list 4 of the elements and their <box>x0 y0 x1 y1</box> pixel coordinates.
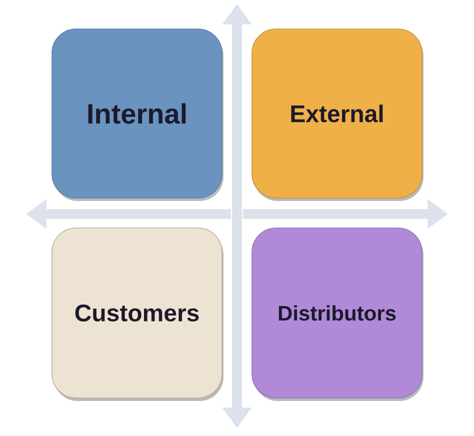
quadrant-box: External <box>252 28 424 201</box>
quadrant-box: Customers <box>52 228 224 401</box>
quadrant-box: Internal <box>52 28 224 201</box>
quadrant-box: Distributors <box>252 228 424 401</box>
